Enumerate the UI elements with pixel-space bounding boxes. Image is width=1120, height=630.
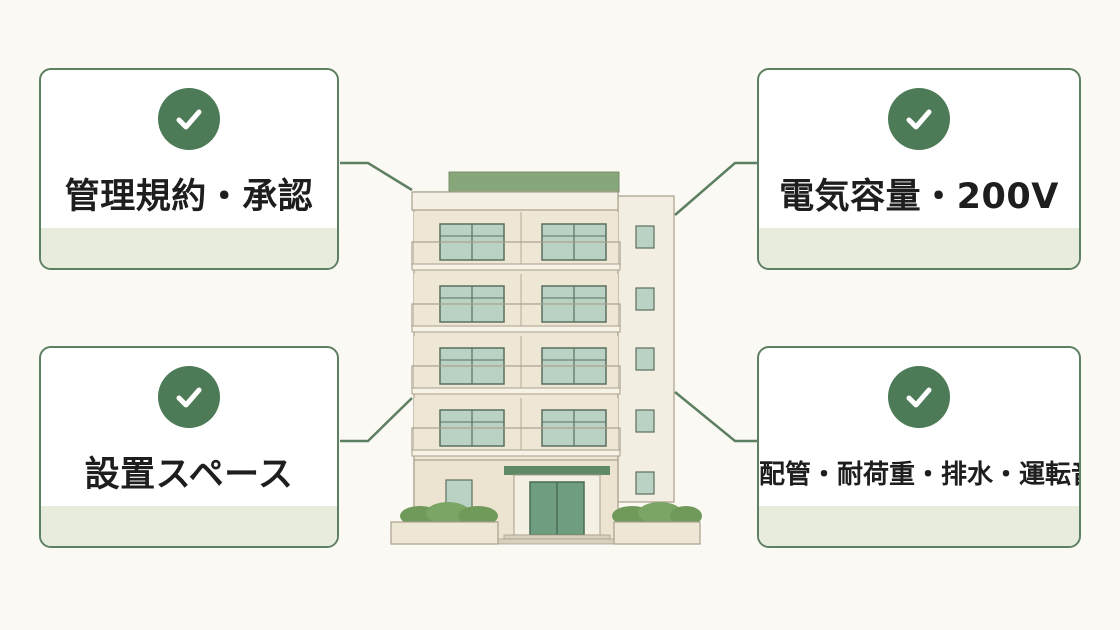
check-icon <box>158 366 220 428</box>
check-icon <box>888 366 950 428</box>
floor <box>411 274 621 333</box>
planter-right <box>612 502 702 545</box>
card-label: 配管・耐荷重・排水・運転音 <box>759 460 1081 490</box>
apartment-building <box>390 171 702 545</box>
card-label: 電気容量・200V <box>779 177 1059 217</box>
floor <box>411 336 621 395</box>
floors <box>411 212 621 457</box>
check-icon <box>158 88 220 150</box>
connector-top-left <box>340 161 413 192</box>
connector-lines <box>340 161 757 443</box>
connector-bottom-right <box>674 391 757 443</box>
planter-left <box>390 502 499 545</box>
connector-bottom-left <box>340 397 413 443</box>
floor <box>411 212 621 271</box>
card-label: 設置スペース <box>84 455 294 495</box>
checklist-card-electric-capacity: 電気容量・200V <box>757 68 1081 270</box>
card-label: 管理規約・承認 <box>64 177 314 217</box>
card-footer-band <box>41 506 337 546</box>
checklist-card-installation-space: 設置スペース <box>39 346 339 548</box>
card-footer-band <box>759 228 1079 268</box>
card-footer-band <box>41 228 337 268</box>
checklist-card-regulations-approval: 管理規約・承認 <box>39 68 339 270</box>
floor <box>411 398 621 457</box>
checklist-card-piping-load-drain-noise: 配管・耐荷重・排水・運転音 <box>757 346 1081 548</box>
check-icon <box>888 88 950 150</box>
card-footer-band <box>759 506 1079 546</box>
connector-top-right <box>674 161 757 216</box>
